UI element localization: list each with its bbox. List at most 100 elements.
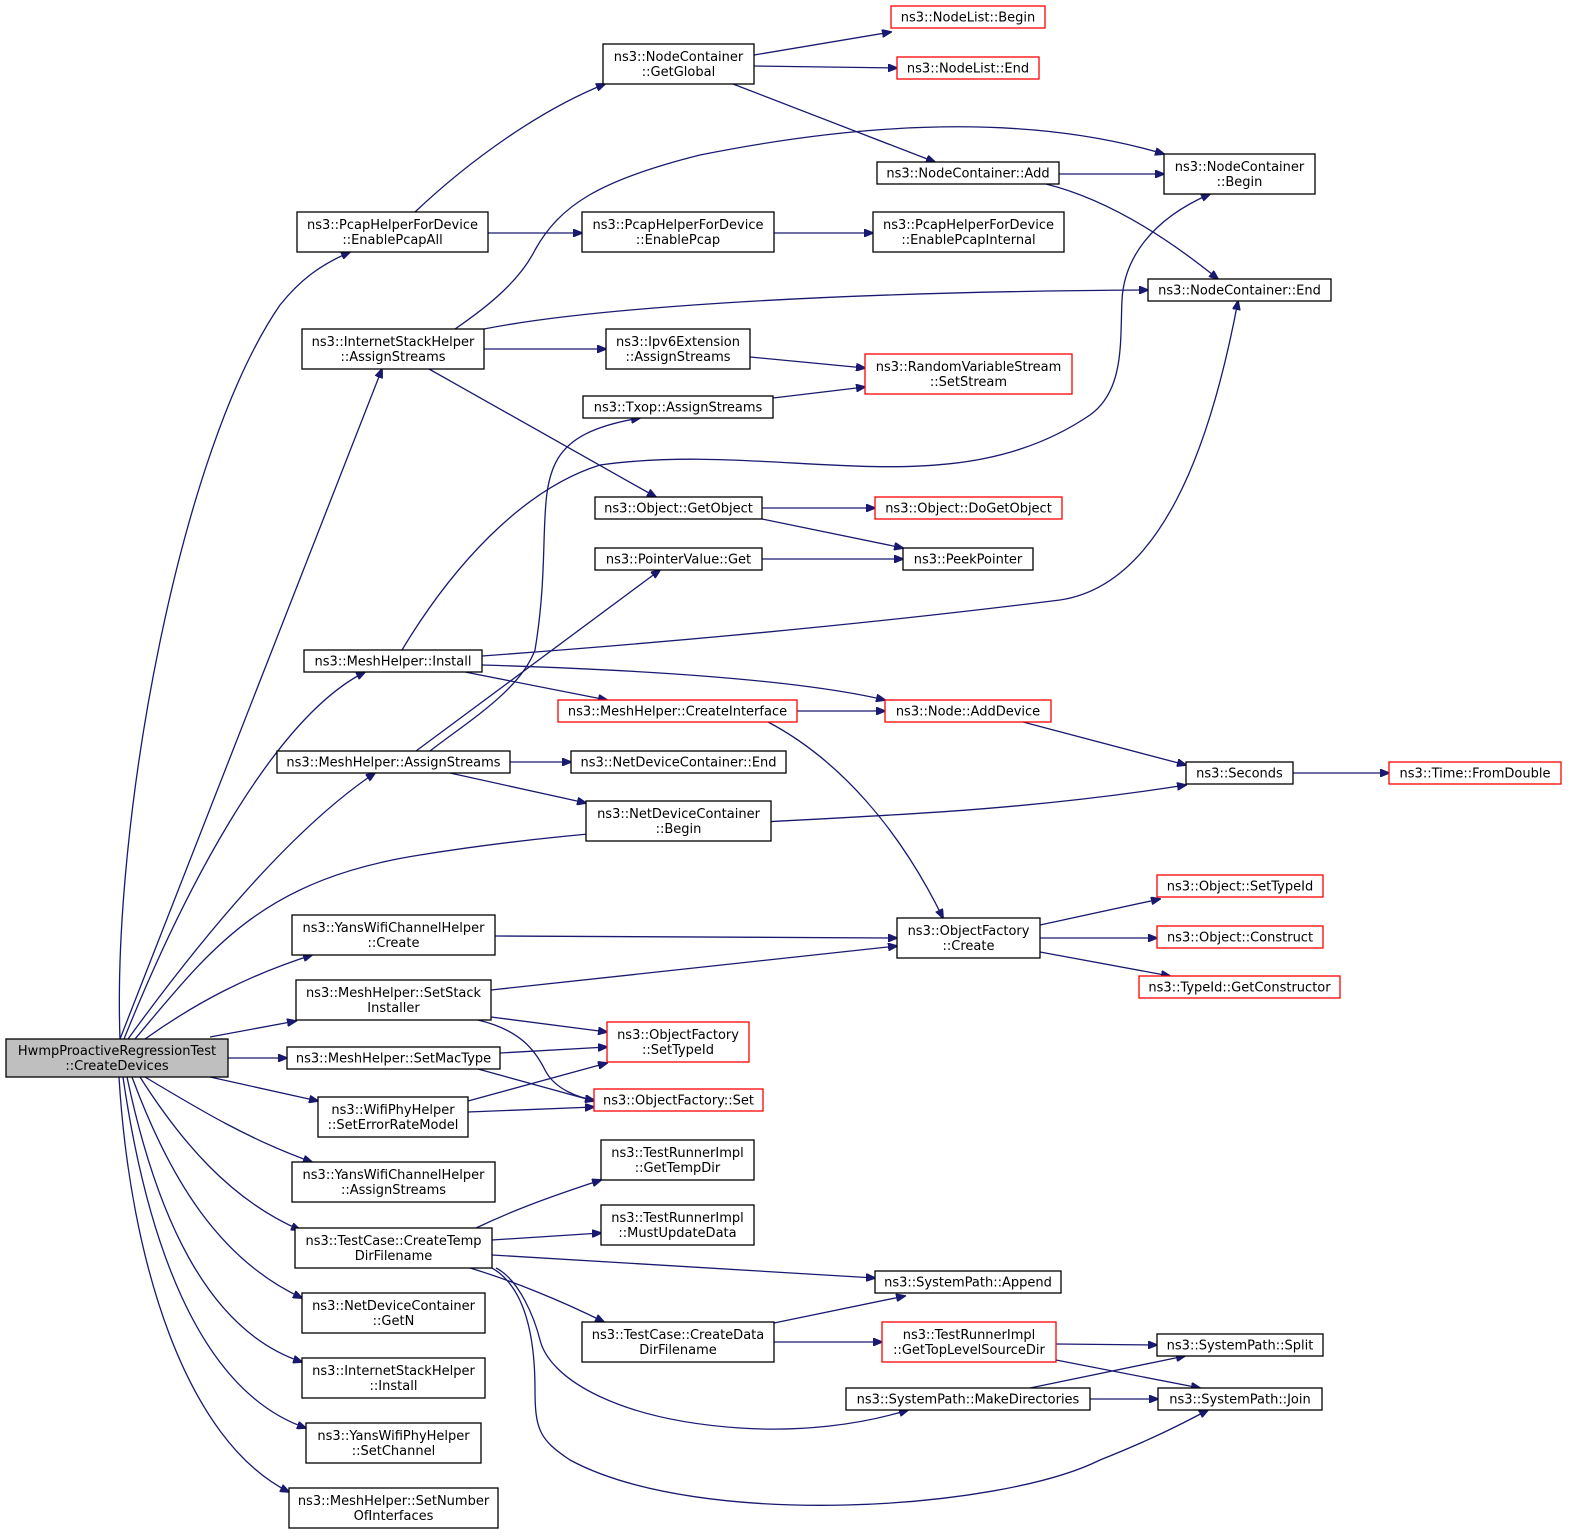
node-pcapAll[interactable]: ns3::PcapHelperForDevice::EnablePcapAll: [296, 211, 489, 253]
edge-root-to-setErr: [209, 1076, 318, 1101]
node-ndcBegin[interactable]: ns3::NetDeviceContainer::Begin: [585, 800, 772, 842]
node-label-line: ns3::MeshHelper::SetMacType: [296, 1052, 491, 1067]
edge-arrow: [127, 773, 375, 1040]
edge-arrow: [464, 671, 607, 700]
node-inetInstall[interactable]: ns3::InternetStackHelper::Install: [301, 1357, 486, 1399]
edge-arrow: [749, 356, 865, 368]
edge-arrow: [126, 1076, 302, 1362]
node-yansChAssign[interactable]: ns3::YansWifiChannelHelper::AssignStream…: [291, 1161, 496, 1203]
node-box: [317, 1096, 469, 1138]
node-label-line: ns3::PeekPointer: [914, 553, 1023, 568]
node-box: [291, 914, 496, 956]
node-nlBegin[interactable]: ns3::NodeList::Begin: [890, 5, 1046, 29]
node-label-line: ns3::PointerValue::Get: [606, 553, 751, 568]
node-trMust[interactable]: ns3::TestRunnerImpl::MustUpdateData: [600, 1204, 755, 1246]
node-objConstruct[interactable]: ns3::Object::Construct: [1156, 925, 1324, 949]
edge-root-to-yansPhySet: [122, 1076, 306, 1428]
node-root[interactable]: HwmpProactiveRegressionTest::CreateDevic…: [5, 1038, 229, 1078]
node-box: [1388, 761, 1562, 785]
node-objSetType[interactable]: ns3::Object::SetTypeId: [1156, 874, 1324, 898]
node-ncBegin[interactable]: ns3::NodeContainer::Begin: [1163, 153, 1316, 195]
node-label-line: ns3::NodeList::Begin: [901, 11, 1035, 26]
node-inetAssign[interactable]: ns3::InternetStackHelper::AssignStreams: [301, 328, 485, 370]
node-label-line: ns3::YansWifiChannelHelper: [303, 921, 486, 936]
node-box: [593, 1088, 764, 1112]
edge-arrow: [732, 83, 935, 162]
node-txopAssign[interactable]: ns3::Txop::AssignStreams: [582, 395, 774, 419]
edge-arrow: [490, 1016, 607, 1032]
node-ofSetType[interactable]: ns3::ObjectFactory::SetTypeId: [606, 1021, 750, 1063]
edge-root-to-meshInstall: [123, 672, 365, 1040]
node-getObject[interactable]: ns3::Object::GetObject: [594, 496, 763, 520]
edge-setStack-to-ofCreate: [490, 946, 897, 991]
node-box: [890, 5, 1046, 29]
node-box: [276, 750, 511, 774]
node-enablePcap[interactable]: ns3::PcapHelperForDevice::EnablePcap: [581, 211, 775, 253]
edge-arrow: [477, 1019, 594, 1100]
node-box: [296, 211, 489, 253]
node-rvsSet[interactable]: ns3::RandomVariableStream::SetStream: [864, 353, 1073, 395]
edge-root-to-seconds: [134, 785, 1186, 1040]
edge-tmpDir-to-spMake: [495, 1267, 908, 1430]
edge-arrow: [449, 772, 586, 803]
node-ncAdd[interactable]: ns3::NodeContainer::Add: [876, 161, 1060, 185]
node-yansPhySet[interactable]: ns3::YansWifiPhyHelper::SetChannel: [305, 1422, 482, 1464]
edge-arrow: [131, 1076, 302, 1298]
node-meshInstall[interactable]: ns3::MeshHelper::Install: [303, 649, 483, 673]
edge-tmpDir-to-trMust: [491, 1233, 601, 1241]
node-ndcEnd[interactable]: ns3::NetDeviceContainer::End: [570, 750, 787, 774]
edge-arrow: [494, 936, 897, 938]
node-yansChCreate[interactable]: ns3::YansWifiChannelHelper::Create: [291, 914, 496, 956]
edge-root-to-yansChCreate: [144, 955, 312, 1040]
node-ipv6Assign[interactable]: ns3::Ipv6Extension::AssignStreams: [605, 328, 751, 370]
node-box: [301, 328, 485, 370]
node-tidGetCons[interactable]: ns3::TypeId::GetConstructor: [1138, 975, 1341, 999]
node-nlEnd[interactable]: ns3::NodeList::End: [896, 56, 1040, 80]
edge-arrow: [753, 66, 897, 68]
node-trTop[interactable]: ns3::TestRunnerImpl::GetTopLevelSourceDi…: [881, 1321, 1057, 1363]
node-peek[interactable]: ns3::PeekPointer: [902, 547, 1034, 571]
node-box: [1156, 874, 1324, 898]
node-timeFrom[interactable]: ns3::Time::FromDouble: [1388, 761, 1562, 785]
node-doGetObj[interactable]: ns3::Object::DoGetObject: [874, 496, 1063, 520]
node-label-line: ns3::Txop::AssignStreams: [594, 401, 763, 416]
node-spSplit[interactable]: ns3::SystemPath::Split: [1156, 1333, 1324, 1357]
node-createIf[interactable]: ns3::MeshHelper::CreateInterface: [557, 699, 798, 723]
edge-arrow: [481, 301, 1238, 657]
node-label-line: ns3::PcapHelperForDevice: [307, 218, 478, 233]
node-setErr[interactable]: ns3::WifiPhyHelper::SetErrorRateModel: [317, 1096, 469, 1138]
node-label-line: ::MustUpdateData: [618, 1226, 736, 1241]
node-getGlobal[interactable]: ns3::NodeContainer::GetGlobal: [602, 43, 755, 85]
node-ofCreate[interactable]: ns3::ObjectFactory::Create: [896, 917, 1041, 959]
node-getN[interactable]: ns3::NetDeviceContainer::GetN: [301, 1292, 486, 1334]
node-setMac[interactable]: ns3::MeshHelper::SetMacType: [286, 1046, 501, 1070]
node-spAppend[interactable]: ns3::SystemPath::Append: [874, 1270, 1062, 1294]
node-ncEnd[interactable]: ns3::NodeContainer::End: [1147, 278, 1332, 302]
node-spJoin[interactable]: ns3::SystemPath::Join: [1157, 1387, 1323, 1411]
edge-arrow: [119, 369, 382, 1040]
node-meshAssign[interactable]: ns3::MeshHelper::AssignStreams: [276, 750, 511, 774]
node-addDev[interactable]: ns3::Node::AddDevice: [884, 699, 1052, 723]
node-seconds[interactable]: ns3::Seconds: [1185, 761, 1294, 785]
node-box: [600, 1204, 755, 1246]
node-box: [1156, 1333, 1324, 1357]
node-pcapInternal[interactable]: ns3::PcapHelperForDevice::EnablePcapInte…: [872, 211, 1065, 253]
node-label-line: ns3::NetDeviceContainer: [597, 807, 761, 822]
node-label-line: ns3::MeshHelper::SetNumber: [298, 1494, 490, 1509]
node-ofSet[interactable]: ns3::ObjectFactory::Set: [593, 1088, 764, 1112]
node-trTemp[interactable]: ns3::TestRunnerImpl::GetTempDir: [600, 1139, 755, 1181]
node-spMake[interactable]: ns3::SystemPath::MakeDirectories: [845, 1387, 1091, 1411]
node-box: [1156, 925, 1324, 949]
node-box: [1185, 761, 1294, 785]
edge-createIf-to-ofCreate: [767, 721, 943, 918]
node-ptrGet[interactable]: ns3::PointerValue::Get: [594, 547, 763, 571]
node-box: [874, 1270, 1062, 1294]
edge-arrow: [144, 1076, 312, 1162]
node-box: [288, 1487, 499, 1529]
edge-arrow: [1045, 183, 1218, 279]
node-box: [5, 1038, 229, 1078]
